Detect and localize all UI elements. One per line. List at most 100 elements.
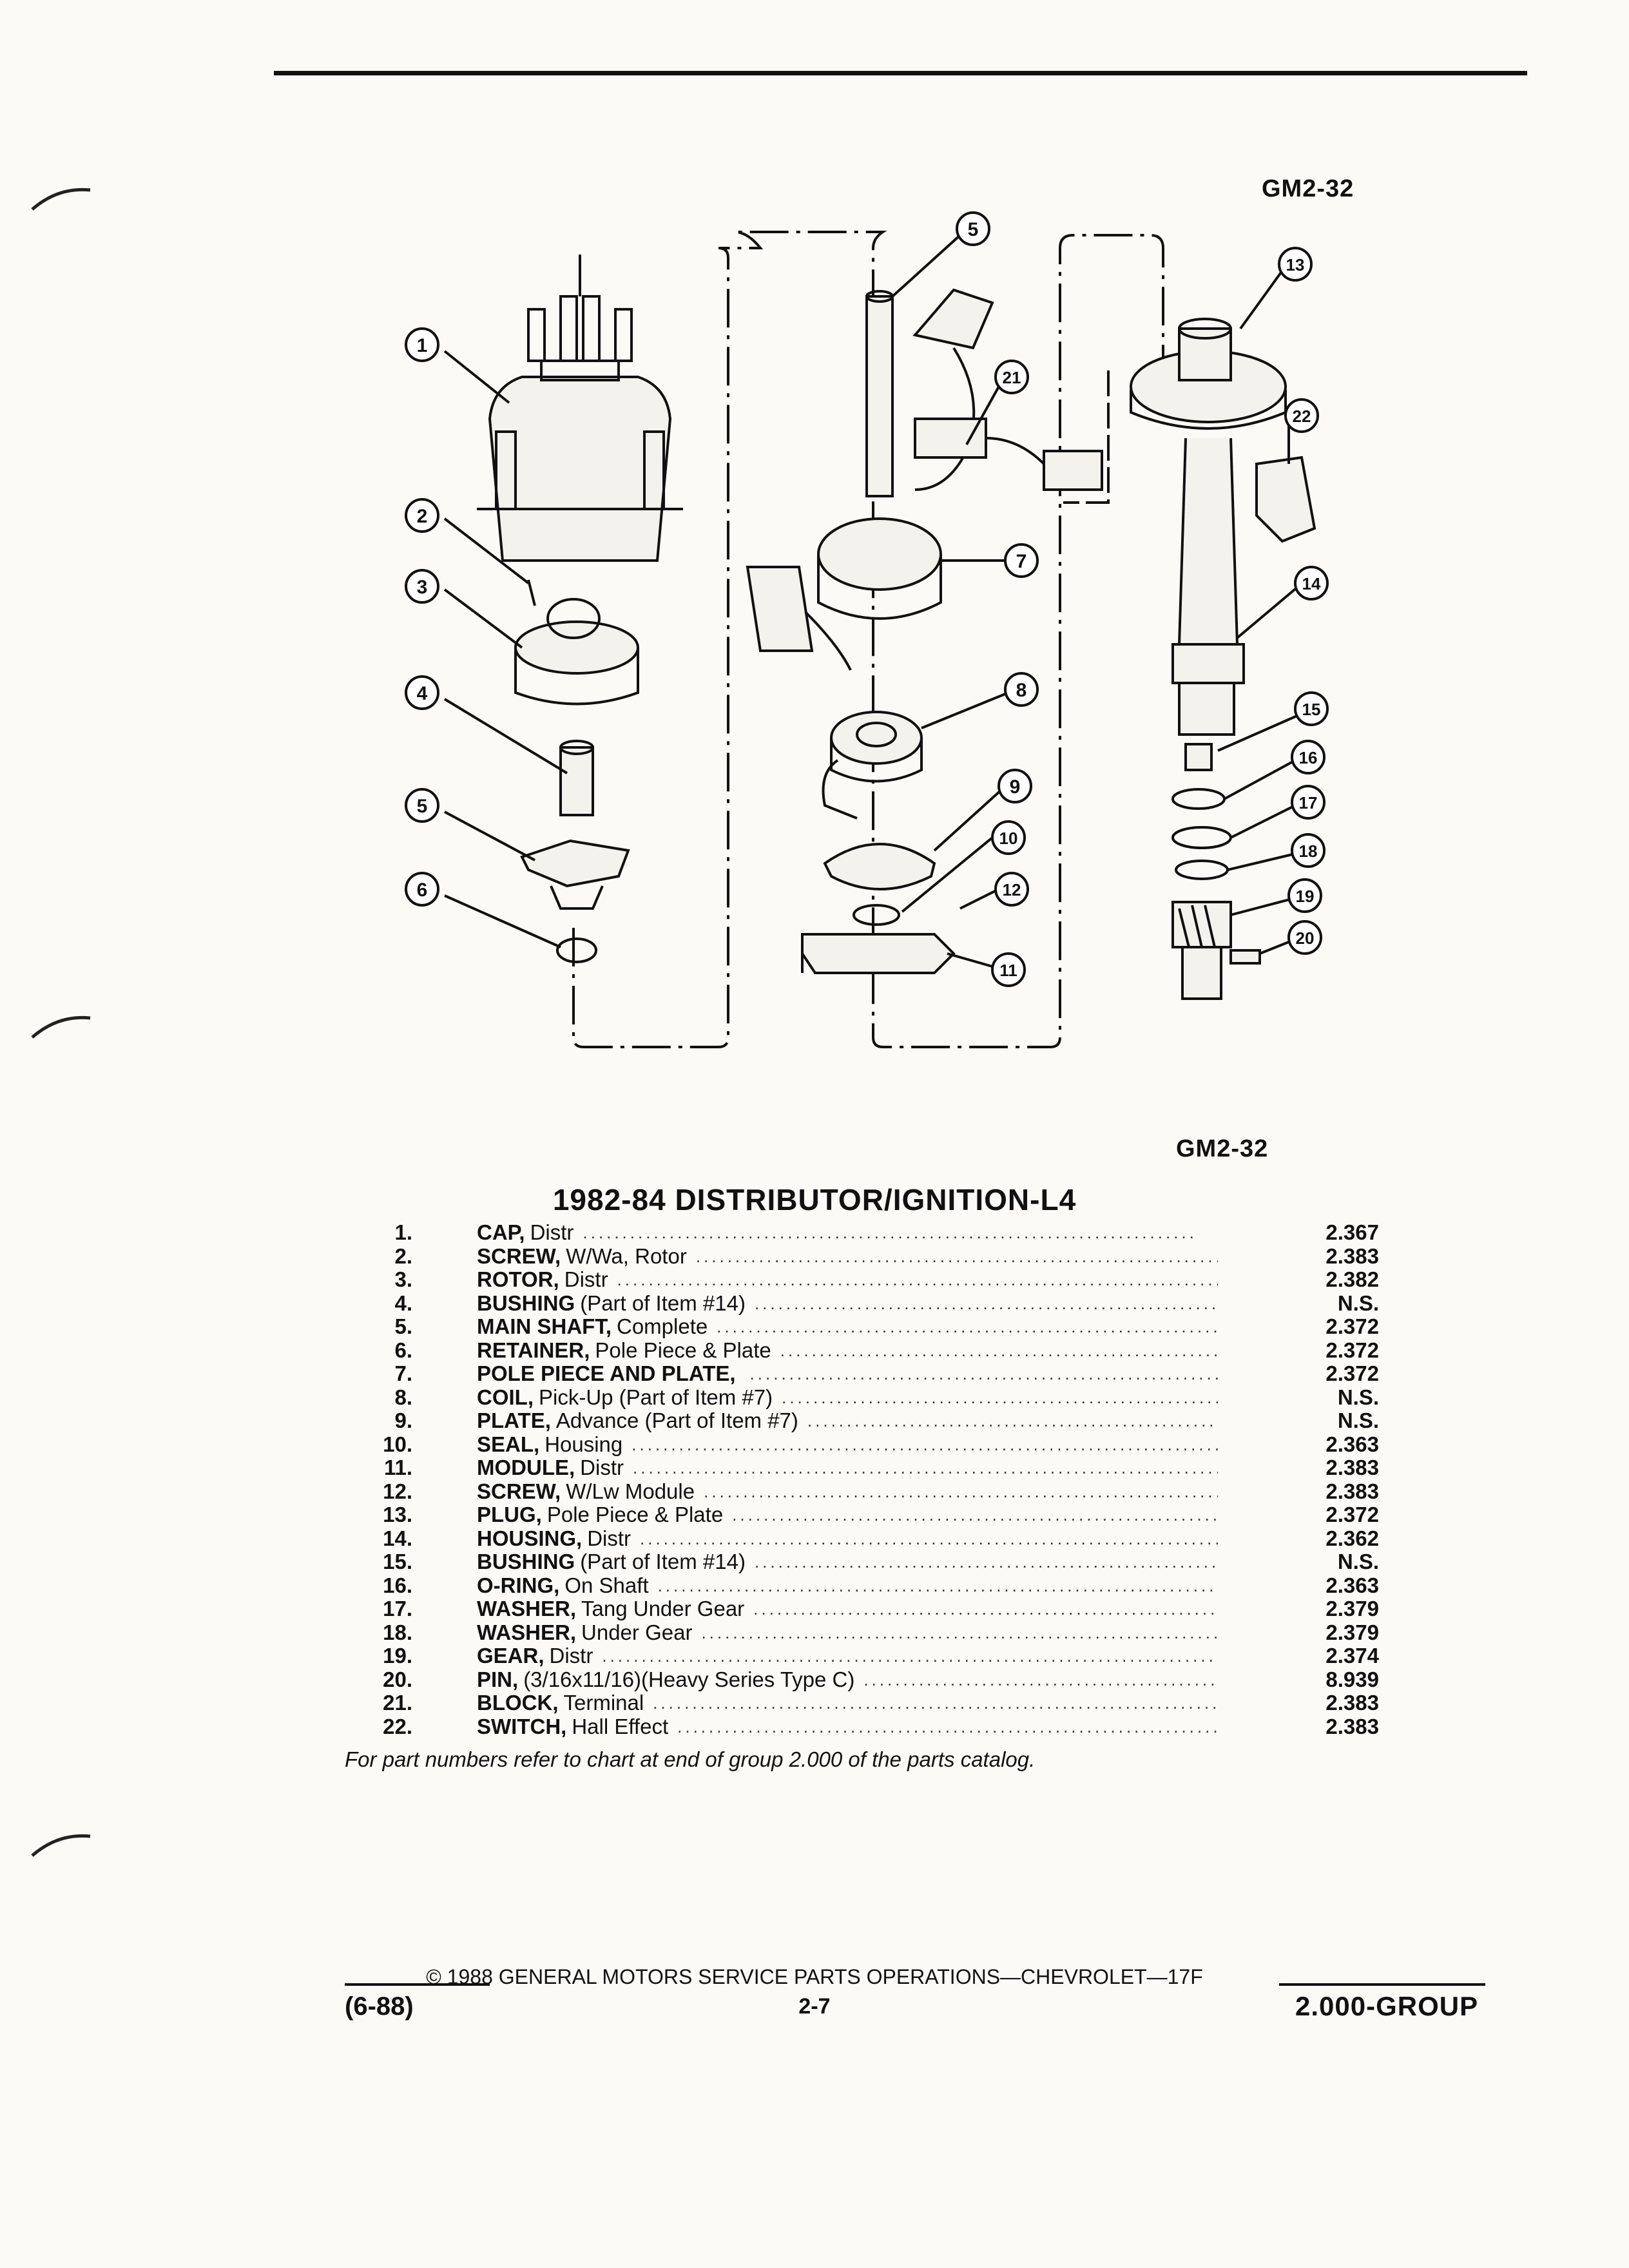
callout-5-left: 5	[405, 788, 439, 823]
list-item: 1.CAP,Distr.............................…	[394, 1220, 1379, 1244]
svg-text:5: 5	[968, 219, 979, 240]
parts-list: 1.CAP,Distr.............................…	[348, 1220, 1379, 1738]
callout-3: 3	[405, 569, 439, 604]
list-item: 19.GEAR,Distr...........................…	[383, 1644, 1379, 1667]
callout-1: 1	[405, 327, 439, 362]
svg-text:19: 19	[1296, 887, 1315, 906]
list-item: 13.PLUG,Pole Piece & Plate..............…	[383, 1503, 1379, 1526]
pickup-coil-drawing	[822, 711, 923, 820]
list-item: 2.SCREW,W/Wa, Rotor.....................…	[394, 1244, 1379, 1268]
pin-drawing	[1229, 949, 1261, 965]
svg-text:20: 20	[1296, 928, 1315, 948]
figure-code-bottom: GM2-32	[1176, 1135, 1269, 1162]
distributor-cap-drawing	[477, 255, 683, 562]
list-item: 9.PLATE,Advance (Part of Item #7).......…	[394, 1408, 1379, 1432]
svg-text:17: 17	[1299, 793, 1318, 812]
callout-16: 16	[1291, 740, 1325, 774]
revision-date: (6-88)	[345, 1992, 414, 2021]
list-item: 12.SCREW,W/Lw Module....................…	[383, 1479, 1379, 1503]
list-item: 20.PIN,(3/16x11/16)(Heavy Series Type C)…	[383, 1667, 1379, 1691]
callout-21: 21	[994, 360, 1029, 394]
housing-drawing	[1130, 318, 1287, 736]
svg-text:9: 9	[1010, 776, 1021, 798]
callout-13: 13	[1278, 247, 1313, 282]
copyright-line: © 1988 GENERAL MOTORS SERVICE PARTS OPER…	[426, 1965, 1203, 1988]
tang-washer-drawing	[1171, 826, 1232, 849]
svg-text:16: 16	[1299, 748, 1318, 767]
footnote: For part numbers refer to chart at end o…	[345, 1747, 1036, 1771]
group-label: 2.000-GROUP	[1295, 1991, 1479, 2021]
svg-text:11: 11	[999, 961, 1017, 980]
housing-seal-drawing	[853, 904, 900, 926]
rotor-drawing	[514, 579, 639, 706]
callout-5-shaft: 5	[956, 211, 990, 246]
hall-switch-drawing	[1255, 456, 1316, 543]
list-item: 14.HOUSING,Distr........................…	[383, 1526, 1379, 1550]
pole-piece-drawing	[746, 517, 942, 671]
callout-8: 8	[1004, 672, 1039, 707]
page-number: 2-7	[798, 1994, 831, 2019]
gear-drawing	[1171, 901, 1232, 1000]
callout-19: 19	[1287, 878, 1322, 913]
list-item: 4.BUSHING(Part of Item #14).............…	[394, 1291, 1379, 1315]
svg-text:6: 6	[417, 879, 428, 901]
list-item: 17.WASHER,Tang Under Gear...............…	[383, 1597, 1379, 1620]
svg-text:2: 2	[417, 506, 428, 527]
svg-text:12: 12	[1003, 880, 1021, 899]
svg-text:5: 5	[417, 796, 428, 817]
list-item: 16.O-RING,On Shaft......................…	[383, 1573, 1379, 1597]
figure-code-top: GM2-32	[1262, 175, 1354, 202]
seal-drawing	[556, 937, 597, 963]
module-drawing	[801, 933, 956, 974]
list-item: 5.MAIN SHAFT,Complete...................…	[394, 1314, 1379, 1338]
list-item: 22.SWITCH,Hall Effect...................…	[383, 1714, 1379, 1738]
svg-text:13: 13	[1286, 255, 1305, 274]
svg-text:4: 4	[417, 683, 428, 704]
callout-9: 9	[998, 769, 1032, 803]
parts-list-title: 1982-84 DISTRIBUTOR/IGNITION-L4	[552, 1183, 1077, 1216]
exploded-diagram: 1 2 3 4 5 6 5 7 8 9 10 11 12 13 14 15 16…	[405, 211, 1329, 1048]
callout-6: 6	[405, 872, 439, 907]
retainer-drawing	[520, 839, 630, 910]
callout-4: 4	[405, 675, 439, 710]
list-item: 18.WASHER,Under Gear....................…	[383, 1620, 1379, 1644]
list-item: 7.POLE PIECE AND PLATE,.................…	[394, 1361, 1379, 1385]
list-item: 11.MODULE,Distr.........................…	[383, 1456, 1379, 1479]
callout-20: 20	[1287, 920, 1322, 955]
callout-10: 10	[991, 820, 1026, 855]
svg-text:10: 10	[999, 829, 1018, 848]
svg-text:22: 22	[1293, 407, 1311, 426]
list-item: 21.BLOCK,Terminal.......................…	[383, 1691, 1379, 1715]
top-rule	[274, 71, 1527, 75]
bushing-drawing	[559, 740, 594, 816]
list-item: 15.BUSHING(Part of Item #14)............…	[383, 1550, 1379, 1573]
advance-plate-drawing	[823, 843, 936, 890]
footer-rule-right	[1279, 1983, 1485, 1986]
callout-2: 2	[405, 498, 439, 533]
list-item: 10.SEAL,Housing.........................…	[383, 1432, 1379, 1456]
callout-15: 15	[1294, 691, 1329, 726]
callout-14: 14	[1294, 566, 1329, 601]
callout-22: 22	[1284, 398, 1319, 433]
main-shaft-drawing	[865, 290, 894, 497]
svg-text:18: 18	[1299, 841, 1318, 861]
callout-7: 7	[1004, 543, 1039, 578]
svg-text:15: 15	[1302, 700, 1321, 719]
list-item: 6.RETAINER,Pole Piece & Plate...........…	[394, 1338, 1379, 1362]
list-item: 8.COIL,Pick-Up (Part of Item #7)........…	[394, 1385, 1379, 1409]
footer-rule-left	[345, 1983, 490, 1986]
svg-text:21: 21	[1003, 368, 1021, 387]
callout-17: 17	[1291, 785, 1325, 820]
bushing-lower-drawing	[1184, 743, 1213, 771]
list-item: 3.ROTOR,Distr...........................…	[394, 1267, 1379, 1291]
o-ring-drawing	[1171, 788, 1226, 810]
terminal-block-drawing	[912, 288, 1103, 491]
margin-marks	[31, 187, 91, 1857]
svg-text:14: 14	[1302, 574, 1321, 593]
svg-text:1: 1	[417, 335, 428, 356]
svg-text:7: 7	[1016, 551, 1027, 572]
washer-drawing	[1175, 860, 1229, 880]
svg-text:8: 8	[1016, 680, 1027, 701]
svg-text:3: 3	[417, 577, 428, 598]
callout-11: 11	[991, 952, 1026, 987]
